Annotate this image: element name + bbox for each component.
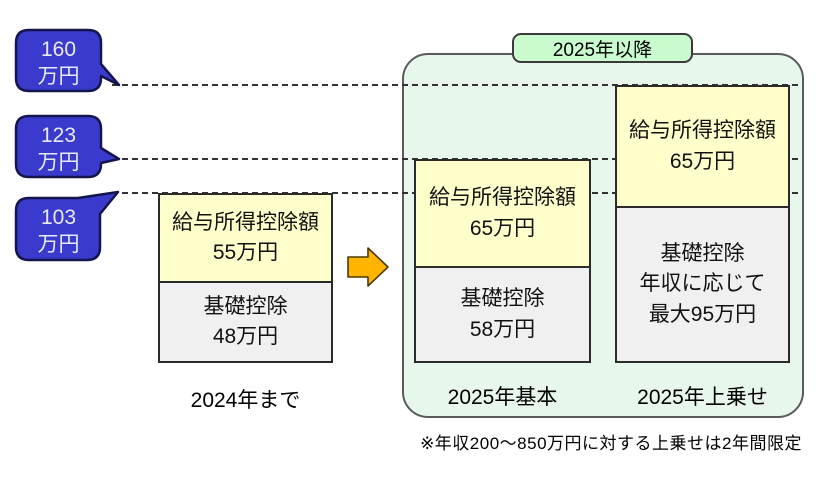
- threshold-line-160: [112, 84, 798, 86]
- column-label-2025-addon: 2025年上乗せ: [637, 386, 768, 409]
- footnote: ※年収200〜850万円に対する上乗せは2年間限定: [420, 434, 802, 453]
- threshold-label-160: 160 万円: [37, 38, 80, 89]
- callout-bubble-123-icon: [14, 114, 121, 179]
- column-label-2025-basic: 2025年基本: [447, 386, 558, 409]
- column-label-2024: 2024年まで: [190, 389, 301, 412]
- threshold-label-103: 103 万円: [37, 206, 80, 257]
- salary-deduction-segment-2025-addon: 給与所得控除額 65万円: [615, 85, 790, 208]
- arrow-right-icon: [347, 247, 389, 287]
- threshold-label-123: 123 万円: [37, 124, 80, 175]
- callout-bubble-160-icon: [14, 28, 121, 93]
- basic-deduction-segment-2024: 基礎控除 48万円: [158, 281, 333, 363]
- salary-deduction-segment-2024: 給与所得控除額 55万円: [158, 193, 333, 283]
- period-banner: 2025年以降: [512, 33, 693, 63]
- basic-deduction-segment-2025-addon: 基礎控除 年収に応じて 最大95万円: [615, 206, 790, 363]
- salary-deduction-segment-2025-basic: 給与所得控除額 65万円: [414, 159, 591, 268]
- basic-deduction-segment-2025-basic: 基礎控除 58万円: [414, 266, 591, 363]
- callout-bubble-103-icon: [14, 190, 120, 262]
